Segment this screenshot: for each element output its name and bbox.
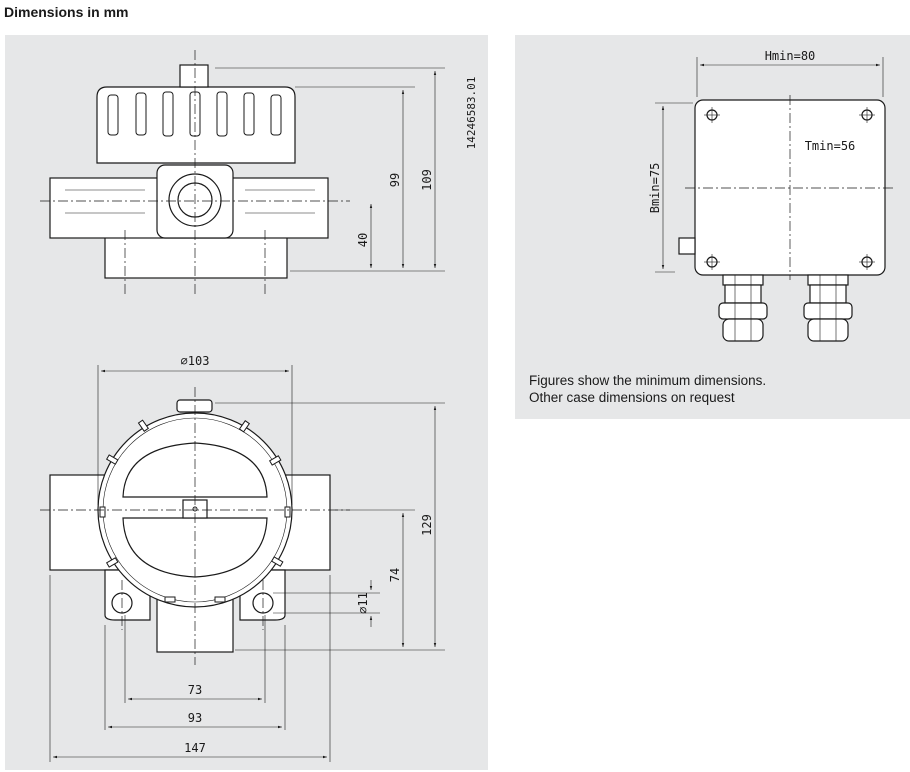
cable-gland-left bbox=[718, 274, 768, 342]
cable-gland-right bbox=[803, 274, 853, 342]
dim-bmin: Bmin=75 bbox=[648, 163, 662, 214]
dim-axis-height-front: 74 bbox=[388, 568, 402, 582]
side-view: 109 99 40 14246583.01 bbox=[40, 50, 478, 297]
note-line-2: Other case dimensions on request bbox=[529, 390, 735, 405]
right-drawing-panel: Hmin=80 Bmin=75 Tmin=56 Figures show the… bbox=[515, 35, 910, 419]
dim-total-width: 147 bbox=[184, 741, 206, 755]
dim-hole: ⌀11 bbox=[356, 592, 370, 614]
dim-diameter: ⌀103 bbox=[181, 354, 210, 368]
front-view: ⌀103 129 74 ⌀11 73 93 bbox=[40, 354, 445, 762]
dim-height-cap: 99 bbox=[388, 173, 402, 187]
dim-height: 129 bbox=[420, 514, 434, 536]
note-line-1: Figures show the minimum dimensions. bbox=[529, 373, 767, 388]
case-drawing: Hmin=80 Bmin=75 Tmin=56 bbox=[648, 49, 895, 342]
dim-height-total: 109 bbox=[420, 169, 434, 191]
enclosure-drawing: 109 99 40 14246583.01 bbox=[40, 50, 478, 762]
dim-base-width: 93 bbox=[188, 711, 202, 725]
dim-hole-spacing: 73 bbox=[188, 683, 202, 697]
drawing-number: 14246583.01 bbox=[465, 77, 478, 150]
dim-axis-height: 40 bbox=[356, 233, 370, 247]
left-drawing-panel: 109 99 40 14246583.01 bbox=[5, 35, 488, 770]
dim-hmin: Hmin=80 bbox=[765, 49, 816, 63]
page-title: Dimensions in mm bbox=[4, 4, 129, 20]
dim-tmin: Tmin=56 bbox=[805, 139, 856, 153]
